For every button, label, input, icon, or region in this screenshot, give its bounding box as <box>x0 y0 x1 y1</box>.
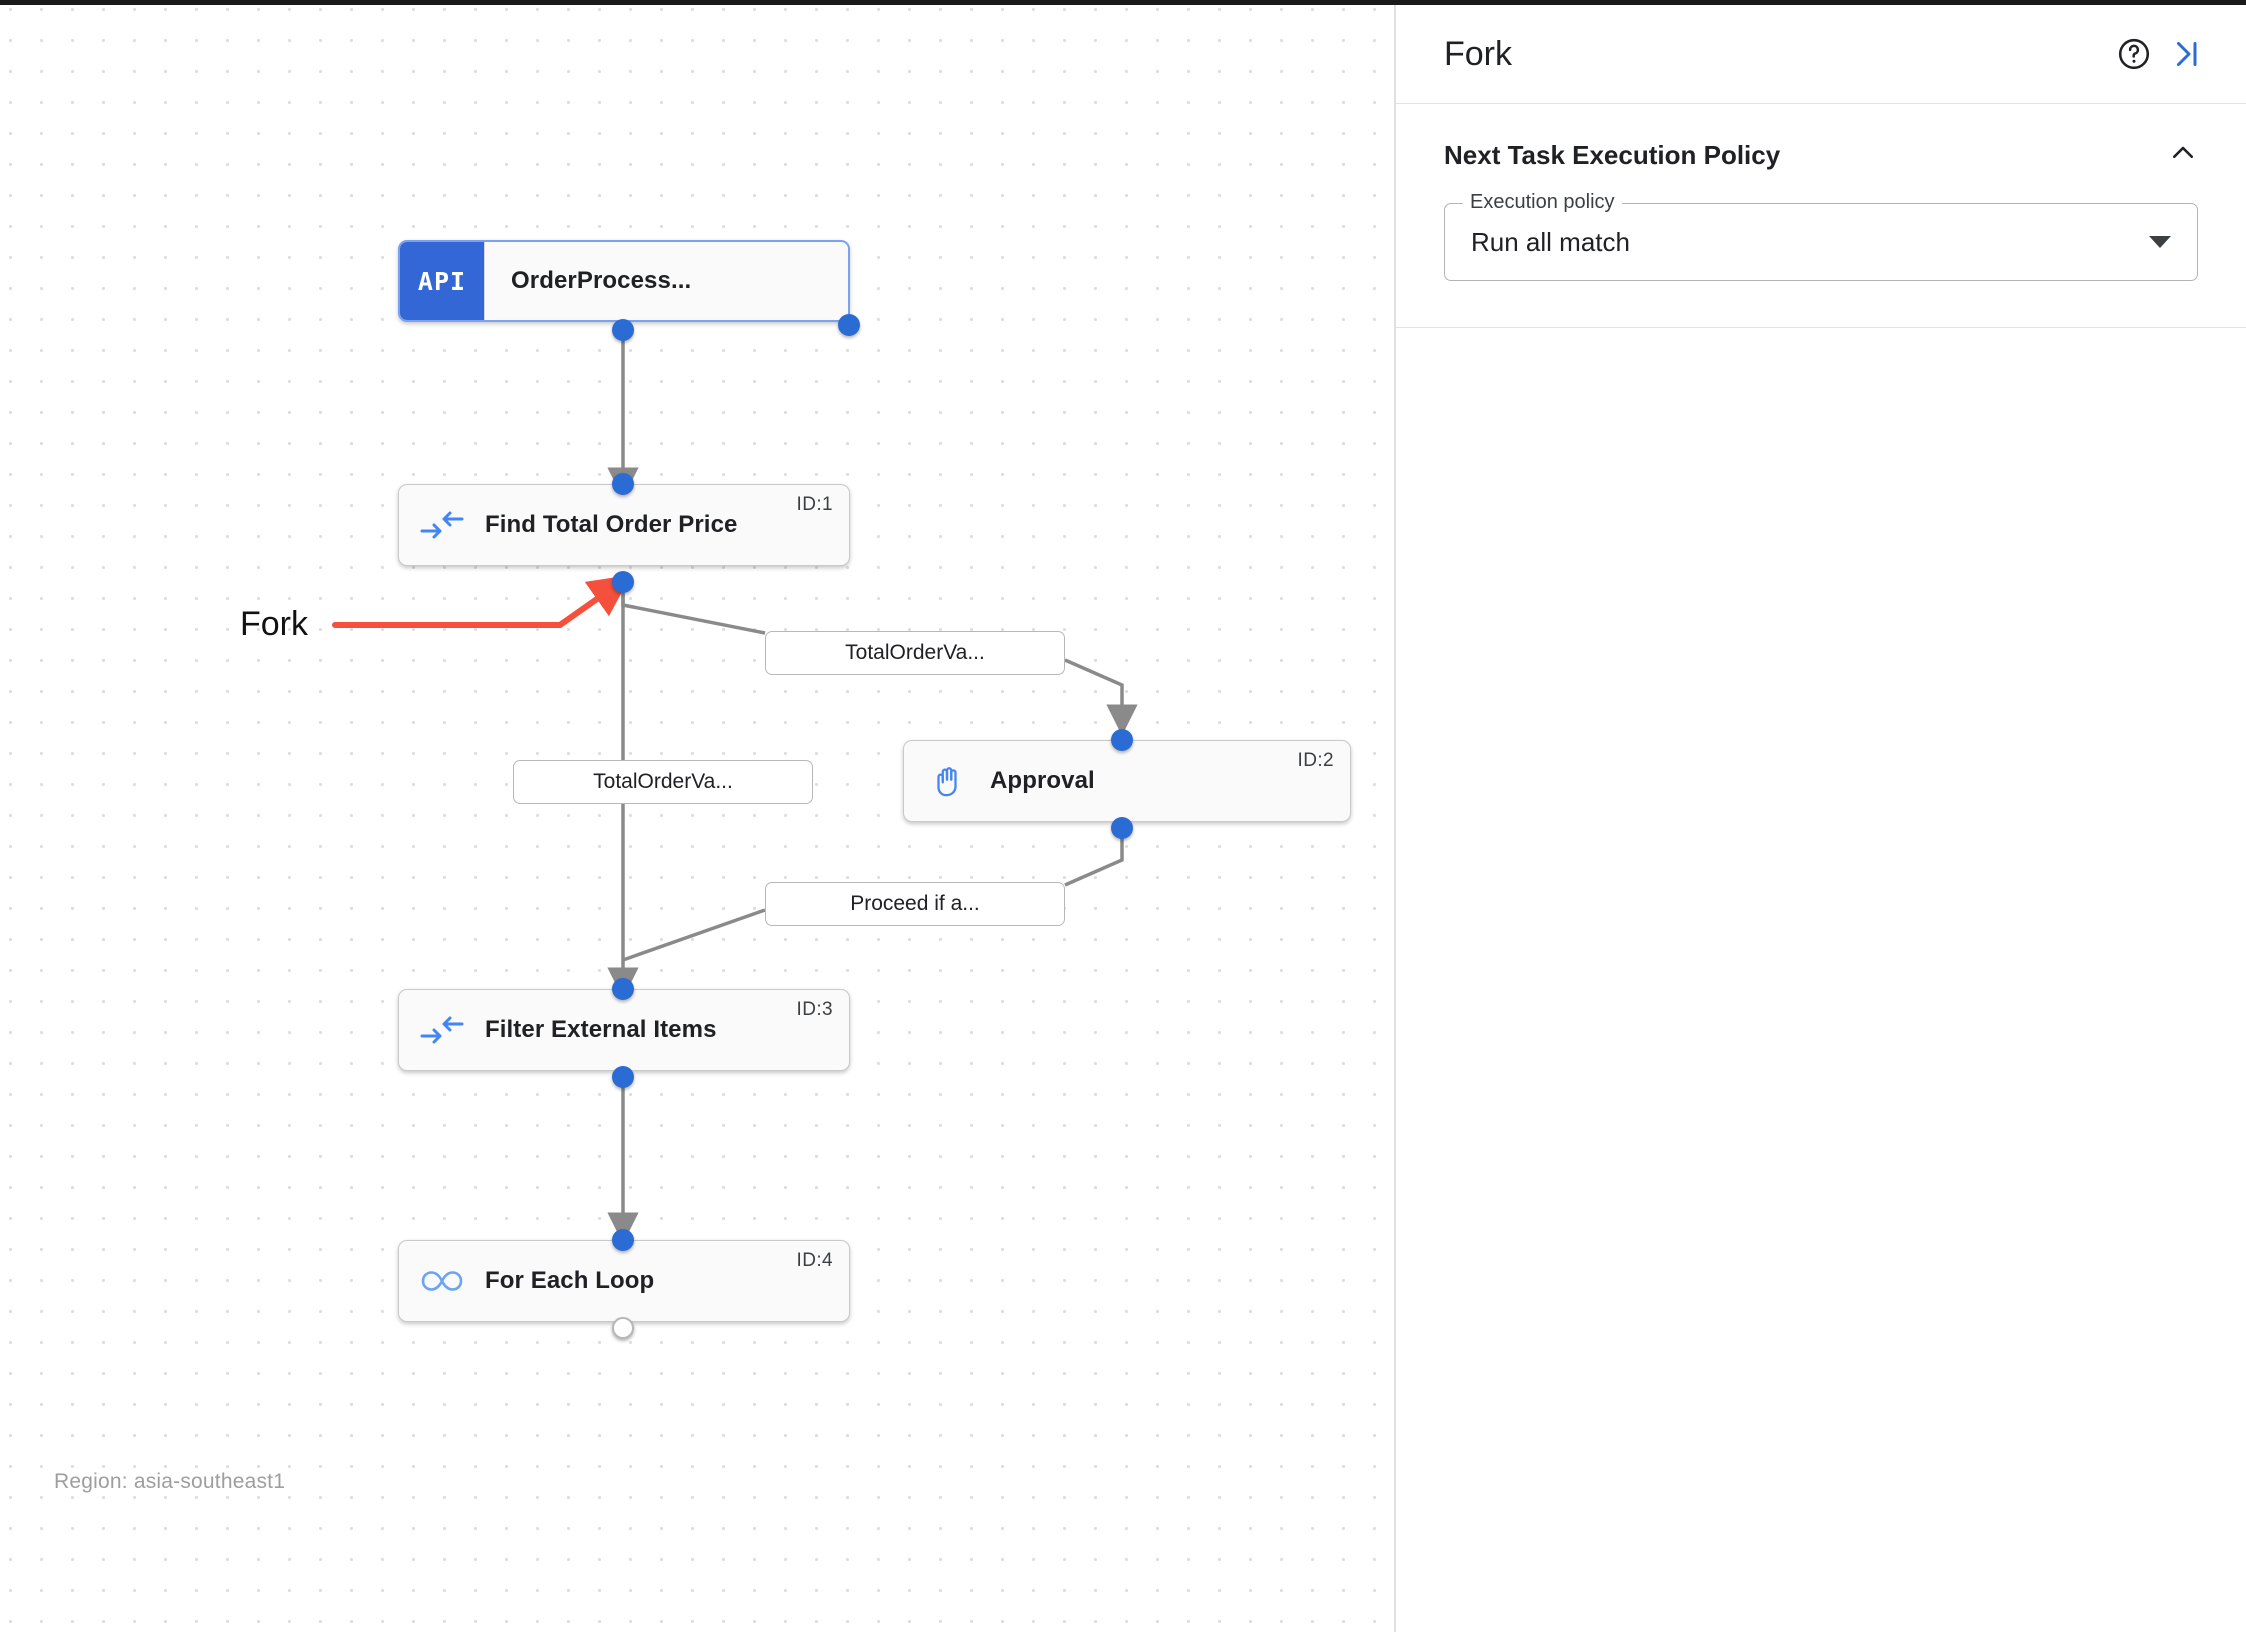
api-icon: API <box>400 242 484 320</box>
node-id-badge: ID:4 <box>796 1250 833 1271</box>
node-approval-input-port[interactable] <box>1111 729 1133 751</box>
fork-annotation-label: Fork <box>240 605 308 643</box>
chevron-up-icon[interactable] <box>2168 138 2198 173</box>
node-title: For Each Loop <box>485 1267 655 1294</box>
node-filter-output-port[interactable] <box>612 1066 634 1088</box>
canvas-panel-divider <box>1394 5 1396 1632</box>
node-id-badge: ID:1 <box>796 494 833 515</box>
section-title: Next Task Execution Policy <box>1444 140 1781 170</box>
node-id-badge: ID:2 <box>1297 750 1334 771</box>
node-find-output-port[interactable] <box>612 571 634 593</box>
node-for-each-loop[interactable]: For Each Loop ID:4 <box>398 1240 850 1322</box>
node-title: Filter External Items <box>485 1016 717 1043</box>
edge-label-total-order-value-1[interactable]: TotalOrderVa... <box>765 631 1065 675</box>
node-approval-output-port[interactable] <box>1111 817 1133 839</box>
node-order-process-output-port[interactable] <box>612 319 634 341</box>
edge-label-total-order-value-2[interactable]: TotalOrderVa... <box>513 760 813 804</box>
node-title: Find Total Order Price <box>485 511 738 538</box>
top-chrome-bar <box>0 0 2246 5</box>
node-find-input-port[interactable] <box>612 473 634 495</box>
node-filter-input-port[interactable] <box>612 978 634 1000</box>
panel-header: Fork <box>1396 5 2246 104</box>
infinity-icon <box>399 1241 485 1321</box>
node-title: OrderProcess... <box>511 267 692 294</box>
node-find-total-order-price[interactable]: Find Total Order Price ID:1 <box>398 484 850 566</box>
workflow-canvas[interactable]: Fork API OrderProcess... Find Total Orde <box>0 5 1396 1632</box>
next-task-execution-policy-section: Next Task Execution Policy Execution pol… <box>1396 104 2246 328</box>
help-circle-icon[interactable] <box>2108 28 2160 80</box>
region-label: Region: asia-southeast1 <box>54 1470 286 1493</box>
panel-title: Fork <box>1444 34 1512 73</box>
node-order-process[interactable]: API OrderProcess... <box>398 240 860 336</box>
filter-icon <box>399 485 485 565</box>
node-loop-output-port[interactable] <box>612 1317 634 1339</box>
caret-down-icon[interactable] <box>2149 236 2171 248</box>
node-filter-external-items[interactable]: Filter External Items ID:3 <box>398 989 850 1071</box>
node-approval[interactable]: Approval ID:2 <box>903 740 1351 822</box>
node-loop-input-port[interactable] <box>612 1229 634 1251</box>
edge-label-proceed-if[interactable]: Proceed if a... <box>765 882 1065 926</box>
section-header[interactable]: Next Task Execution Policy <box>1444 138 2198 173</box>
node-divider <box>484 242 485 320</box>
execution-policy-value: Run all match <box>1471 226 1630 257</box>
node-title: Approval <box>990 767 1095 794</box>
node-id-badge: ID:3 <box>796 999 833 1020</box>
properties-panel: Fork Next Task Execution Policy <box>1396 5 2246 1632</box>
execution-policy-select[interactable]: Execution policy Run all match <box>1444 191 2198 281</box>
hand-icon <box>904 741 990 821</box>
execution-policy-label: Execution policy <box>1463 191 1622 214</box>
collapse-panel-right-icon[interactable] <box>2160 28 2212 80</box>
filter-icon <box>399 990 485 1070</box>
